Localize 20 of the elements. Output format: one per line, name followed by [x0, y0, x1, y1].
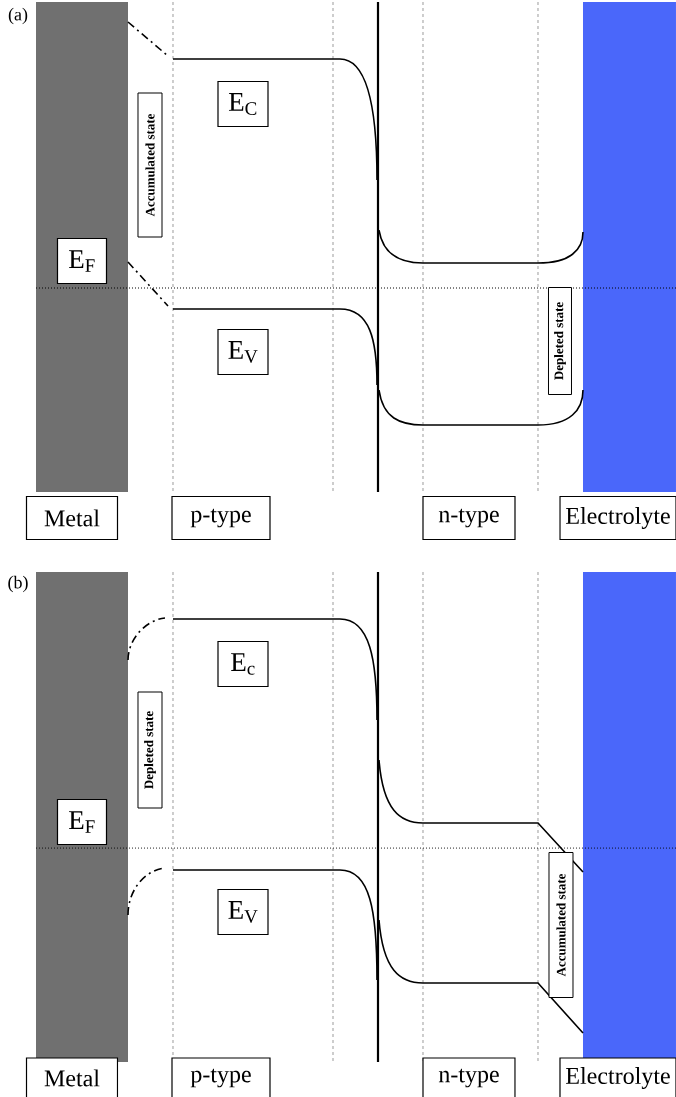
energy-level-box: E$_{F}$ [56, 798, 108, 846]
state-label-box: Accumulated state [548, 852, 574, 998]
region-label-box: Electrolyte [559, 1057, 676, 1097]
state-label-box: Depleted state [137, 691, 163, 809]
energy-level-box: E$_{V}$ [217, 328, 269, 376]
state-label-box: Depleted state [548, 287, 572, 395]
region-label-box: Metal [25, 1057, 119, 1097]
energy-level-box: E$_{V}$ [217, 888, 269, 936]
panel-label: (a) [8, 7, 28, 25]
energy-level-box: E$_{F}$ [56, 237, 108, 285]
energy-level-box: E$_{C}$ [217, 80, 269, 128]
region-label-box: Electrolyte [559, 495, 676, 541]
energy-level-box: E$_{c}$ [217, 640, 269, 688]
region-label-box: n-type [422, 1057, 516, 1097]
region-label-box: Metal [25, 495, 119, 541]
region-label-box: p-type [171, 495, 271, 541]
region-label-box: n-type [422, 495, 516, 541]
region-label-box: p-type [171, 1057, 271, 1097]
state-label-box: Accumulated state [137, 92, 163, 238]
panel-label: (b) [8, 575, 28, 593]
